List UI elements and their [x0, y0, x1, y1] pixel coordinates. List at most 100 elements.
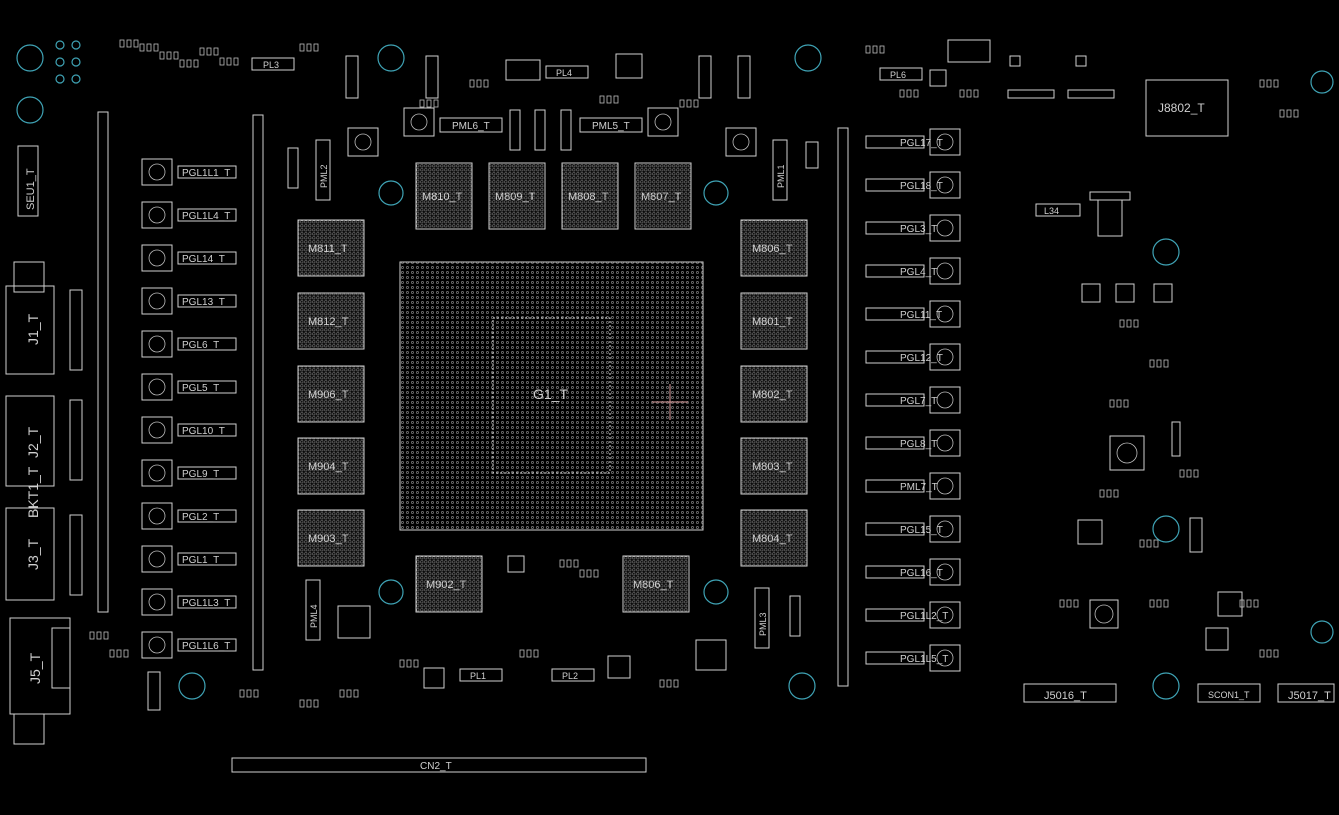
svg-text:M811_T: M811_T: [308, 243, 348, 255]
svg-text:M807_T: M807_T: [641, 191, 682, 203]
choke[interactable]: PGL17_T: [865, 128, 961, 156]
choke[interactable]: PGL1L5_T: [865, 644, 961, 672]
choke[interactable]: PGL1_T: [141, 545, 237, 573]
choke-label: PGL1L4_T: [182, 211, 230, 222]
svg-text:PL6: PL6: [890, 70, 906, 80]
choke[interactable]: PGL5_T: [141, 373, 237, 401]
choke-label: PGL13_T: [182, 297, 225, 308]
memory-chip[interactable]: M810_T: [415, 162, 473, 230]
svg-text:M803_T: M803_T: [752, 461, 793, 473]
connector-j8802: J8802_T: [1158, 101, 1205, 115]
svg-text:M802_T: M802_T: [752, 389, 793, 401]
choke[interactable]: PGL3_T: [865, 214, 961, 242]
connector-j5017: J5017_T: [1288, 690, 1331, 702]
choke-label: PGL4_T: [900, 267, 937, 278]
connector-j1: J1_T: [25, 313, 41, 345]
choke[interactable]: PGL12_T: [865, 343, 961, 371]
choke-label: PGL12_T: [900, 353, 943, 364]
choke-label: PGL16_T: [900, 568, 943, 579]
memory-chip[interactable]: M803_T: [740, 437, 808, 495]
right-vrm: PGL17_T PGL18_T PGL3_T PGL4_T PGL11_T PGL12_T…: [837, 127, 961, 687]
memory-chip[interactable]: M903_T: [297, 509, 365, 567]
bottom-components: PML4 PML3 PL1 PL2 CN2_T: [147, 555, 801, 773]
choke[interactable]: PGL8_T: [865, 429, 961, 457]
memory-chip[interactable]: M801_T: [740, 292, 808, 350]
choke-label: PML7_T: [900, 482, 938, 493]
svg-text:M806_T: M806_T: [633, 579, 674, 591]
svg-text:M810_T: M810_T: [422, 191, 463, 203]
memory-chip[interactable]: M812_T: [297, 292, 365, 350]
memory-chip[interactable]: M804_T: [740, 509, 808, 567]
choke-label: PGL1L5_T: [900, 654, 948, 665]
svg-text:PL1: PL1: [470, 671, 486, 681]
memory-top: M810_T M809_T M808_T M807_T: [415, 162, 692, 230]
choke[interactable]: PGL1L2_T: [865, 601, 961, 629]
connector-bkt1: BKT1_T: [25, 466, 41, 518]
svg-text:PML1: PML1: [776, 164, 786, 188]
svg-text:PL4: PL4: [556, 68, 572, 78]
mounting-holes: [16, 40, 1334, 700]
memory-chip[interactable]: M809_T: [488, 162, 546, 230]
passive-components: [89, 39, 1299, 708]
svg-text:M902_T: M902_T: [426, 579, 467, 591]
memory-chip[interactable]: M902_T: [415, 555, 483, 613]
svg-text:M804_T: M804_T: [752, 533, 793, 545]
choke[interactable]: PGL10_T: [141, 416, 237, 444]
memory-chip[interactable]: M906_T: [297, 365, 365, 423]
choke[interactable]: PML7_T: [865, 472, 961, 500]
choke[interactable]: PGL9_T: [141, 459, 237, 487]
top-components: PL3 PL4 PML6_T PML5_T PL6 PML2 PML1 J880…: [251, 39, 1229, 201]
choke[interactable]: PGL16_T: [865, 558, 961, 586]
choke-label: PGL6_T: [182, 340, 219, 351]
choke-label: PGL1L6_T: [182, 641, 230, 652]
memory-chip[interactable]: M811_T: [297, 219, 365, 277]
connector-j2: J2_T: [25, 426, 41, 458]
choke[interactable]: PGL13_T: [141, 287, 237, 315]
choke-label: PGL11_T: [900, 310, 942, 321]
gpu-g1[interactable]: G1_T: [399, 261, 704, 531]
memory-chip[interactable]: M806_T: [740, 219, 808, 277]
svg-text:PML3: PML3: [758, 612, 768, 636]
svg-text:PML5_T: PML5_T: [592, 121, 630, 132]
choke-label: PGL15_T: [900, 525, 943, 536]
memory-chip[interactable]: M808_T: [561, 162, 619, 230]
choke[interactable]: PGL14_T: [141, 244, 237, 272]
memory-chip[interactable]: M802_T: [740, 365, 808, 423]
choke[interactable]: PGL11_T: [865, 300, 961, 328]
choke[interactable]: PGL1L3_T: [141, 588, 237, 616]
choke-label: PGL18_T: [900, 181, 943, 192]
memory-chip[interactable]: M904_T: [297, 437, 365, 495]
choke[interactable]: PGL2_T: [141, 502, 237, 530]
choke-label: PGL1L1_T: [182, 168, 230, 179]
right-cluster: L34 J5016_T SCON1_T J5017_T: [1023, 191, 1335, 703]
memory-chip[interactable]: M806_T: [622, 555, 690, 613]
svg-text:M906_T: M906_T: [308, 389, 349, 401]
choke[interactable]: PGL4_T: [865, 257, 961, 285]
choke[interactable]: PGL6_T: [141, 330, 237, 358]
memory-chip[interactable]: M807_T: [634, 162, 692, 230]
memory-bottom: M902_T M806_T: [415, 555, 690, 613]
memory-right: M806_T M801_T M802_T M803_T M804_T: [740, 219, 808, 567]
svg-text:PML4: PML4: [309, 604, 319, 628]
choke[interactable]: PGL1L6_T: [141, 631, 237, 659]
choke-label: PGL9_T: [182, 469, 219, 480]
svg-text:M808_T: M808_T: [568, 191, 609, 203]
svg-text:M806_T: M806_T: [752, 243, 793, 255]
choke-label: PGL14_T: [182, 254, 225, 265]
choke[interactable]: PGL7_T: [865, 386, 961, 414]
choke-label: PGL3_T: [900, 224, 937, 235]
choke[interactable]: PGL1L1_T: [141, 158, 237, 186]
choke[interactable]: PGL15_T: [865, 515, 961, 543]
choke[interactable]: PGL18_T: [865, 171, 961, 199]
connector-j3: J3_T: [25, 538, 41, 570]
connector-scon1: SCON1_T: [1208, 690, 1250, 700]
svg-text:PML6_T: PML6_T: [452, 121, 490, 132]
choke[interactable]: PGL1L4_T: [141, 201, 237, 229]
choke-label: PGL1_T: [182, 555, 219, 566]
svg-text:L34: L34: [1044, 206, 1059, 216]
svg-text:PL3: PL3: [263, 60, 279, 70]
connector-j5016: J5016_T: [1044, 690, 1087, 702]
svg-text:PML2: PML2: [319, 164, 329, 188]
connector-cn2: CN2_T: [420, 761, 452, 772]
